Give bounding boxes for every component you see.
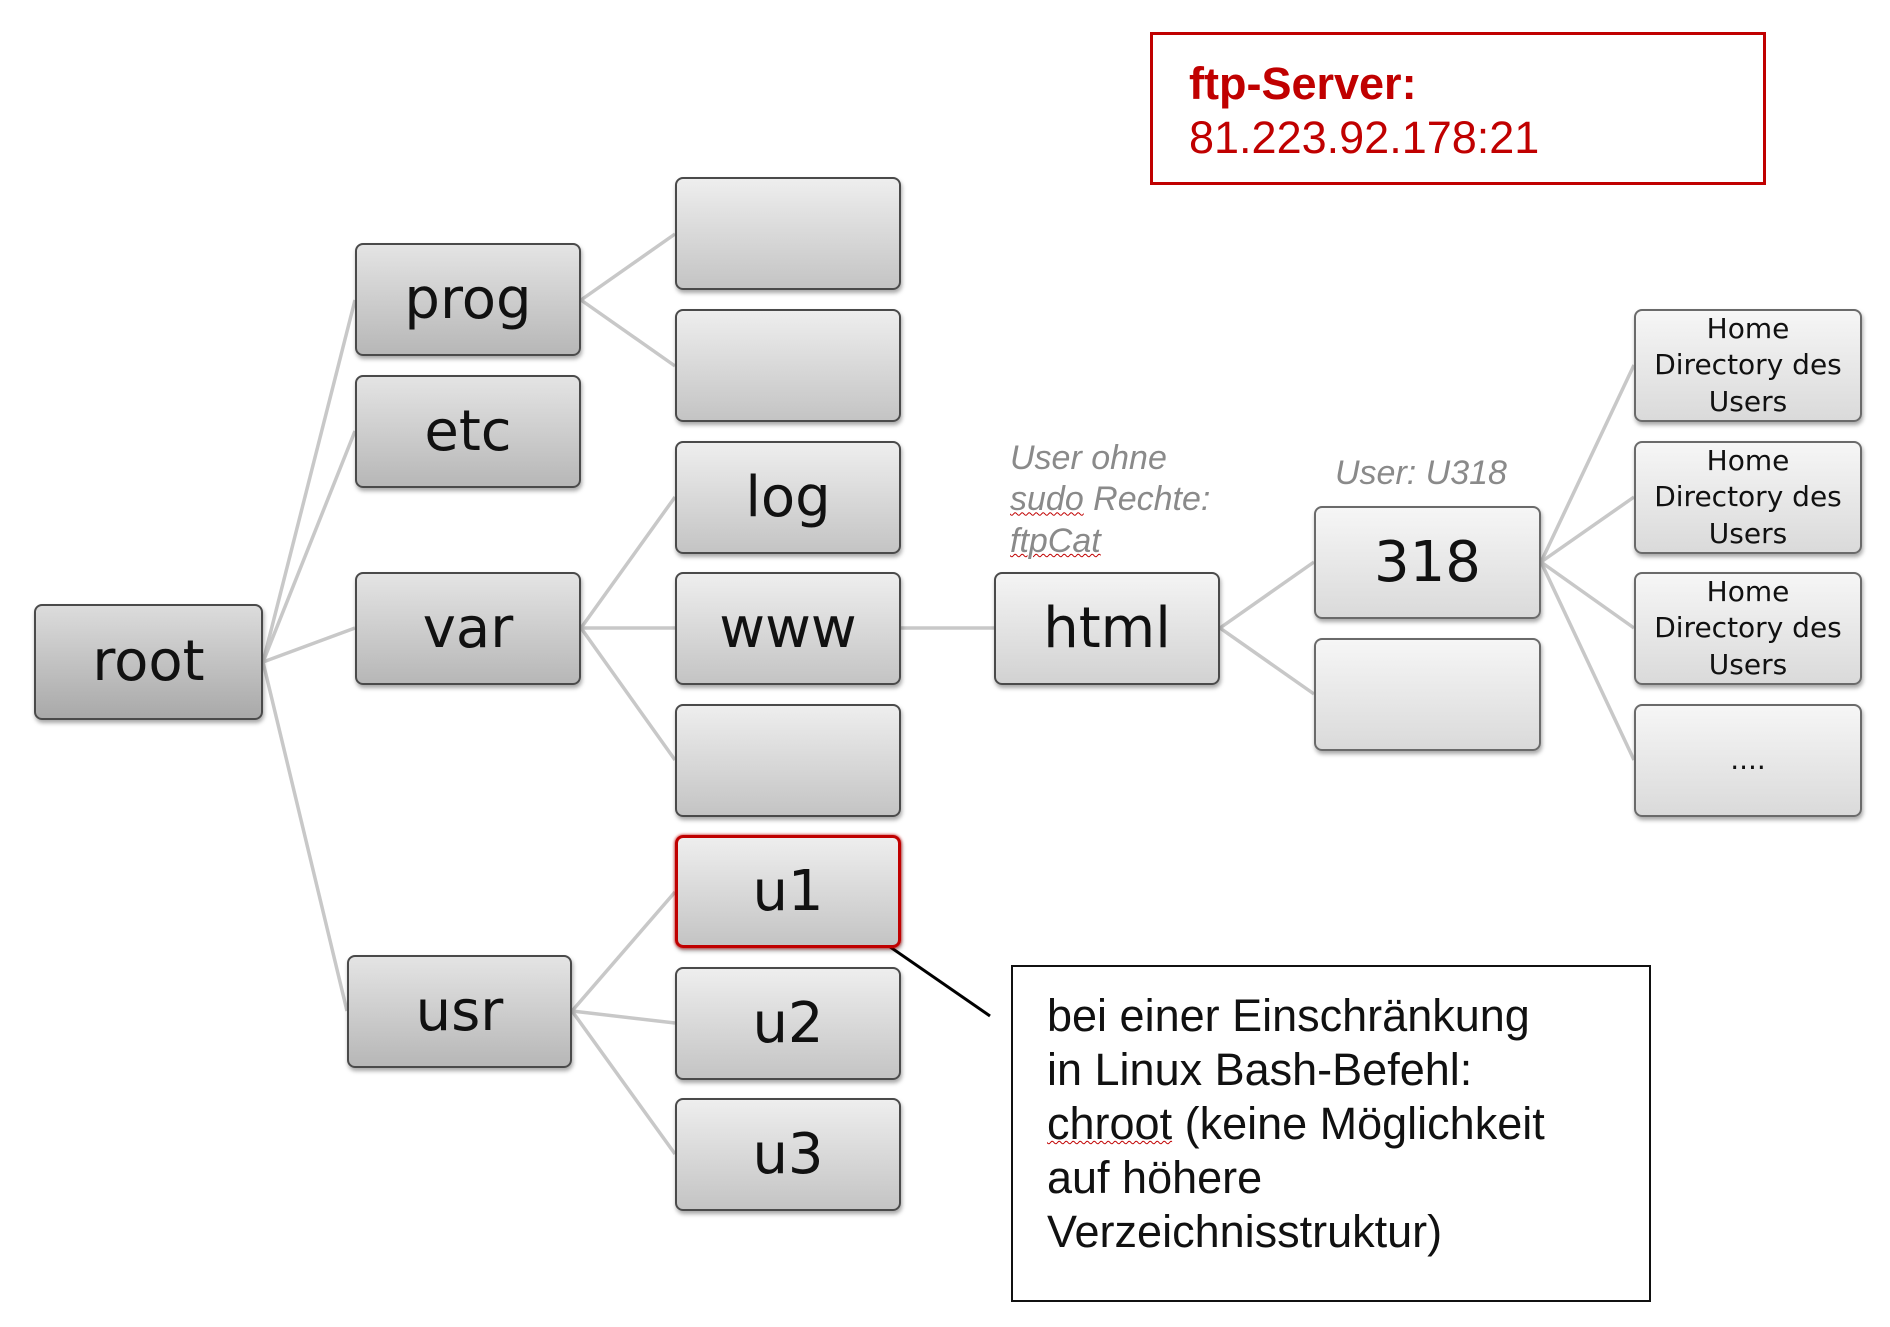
note-line-5: Verzeichnisstruktur) (1047, 1206, 1443, 1257)
prog-child-node-2 (675, 309, 901, 422)
ftp-server-box: ftp-Server: 81.223.92.178:21 (1150, 32, 1766, 185)
sudo-word: sudo (1010, 480, 1084, 519)
etc-node: etc (355, 375, 581, 488)
connector-root-prog (261, 299, 357, 663)
chroot-word: chroot (1047, 1098, 1173, 1149)
u2-node: u2 (675, 967, 901, 1080)
chroot-note-box: bei einer Einschränkung in Linux Bash-Be… (1011, 965, 1651, 1302)
ftp-server-title: ftp-Server: (1189, 58, 1417, 109)
user-318-label: User: U318 (1335, 454, 1507, 492)
connector-root-var (262, 626, 356, 664)
connector-prog-child2 (579, 298, 677, 368)
rechte-word: Rechte: (1083, 480, 1211, 519)
home-directory-node-1: Home Directory des Users (1634, 309, 1862, 422)
www-node: www (675, 572, 901, 685)
connector-usr-u3 (570, 1009, 677, 1156)
var-child-node-4 (675, 704, 901, 817)
connector-html-318 (1218, 560, 1316, 630)
html-user-label-line1: User ohne (1010, 439, 1167, 477)
html-user-label-line3: ftpCat (1010, 521, 1210, 562)
prog-child-node-1 (675, 177, 901, 290)
ftpcat-word: ftpCat (1010, 521, 1101, 560)
html-user-label: User ohne sudo Rechte: ftpCat (1010, 438, 1210, 562)
html-node: html (994, 572, 1220, 685)
user-318-node: 318 (1314, 506, 1541, 619)
html-user-label-line2: sudo Rechte: (1010, 479, 1210, 520)
note-line-4: auf höhere (1047, 1152, 1263, 1203)
connector-318-home1 (1539, 364, 1636, 563)
html-child-node-2 (1314, 638, 1541, 751)
u1-node: u1 (675, 835, 901, 948)
var-node: var (355, 572, 581, 685)
connector-html-child2 (1218, 626, 1316, 696)
home-directory-node-more: .... (1634, 704, 1862, 817)
note-line-1: bei einer Einschränkung (1047, 990, 1530, 1041)
connector-prog-child1 (579, 232, 677, 302)
connector-var-log (579, 495, 677, 630)
connector-318-home2 (1539, 495, 1636, 564)
log-node: log (675, 441, 901, 554)
connector-318-home4 (1539, 561, 1636, 761)
connector-usr-u1 (570, 890, 677, 1013)
connector-318-home3 (1539, 560, 1636, 630)
prog-node: prog (355, 243, 581, 356)
ftp-server-address: 81.223.92.178:21 (1189, 112, 1540, 163)
connector-root-etc (261, 430, 357, 663)
note-line-3: chroot (keine Möglichkeit (1047, 1097, 1639, 1151)
home-directory-node-2: Home Directory des Users (1634, 441, 1862, 554)
connector-root-usr (261, 661, 349, 1012)
note-line-2: in Linux Bash-Befehl: (1047, 1044, 1473, 1095)
root-node: root (34, 604, 263, 720)
usr-node: usr (347, 955, 572, 1068)
connector-usr-u2 (571, 1009, 676, 1025)
home-directory-node-3: Home Directory des Users (1634, 572, 1862, 685)
u3-node: u3 (675, 1098, 901, 1211)
note-line-3-rest: (keine Möglichkeit (1172, 1098, 1545, 1149)
connector-var-child4 (579, 626, 677, 762)
